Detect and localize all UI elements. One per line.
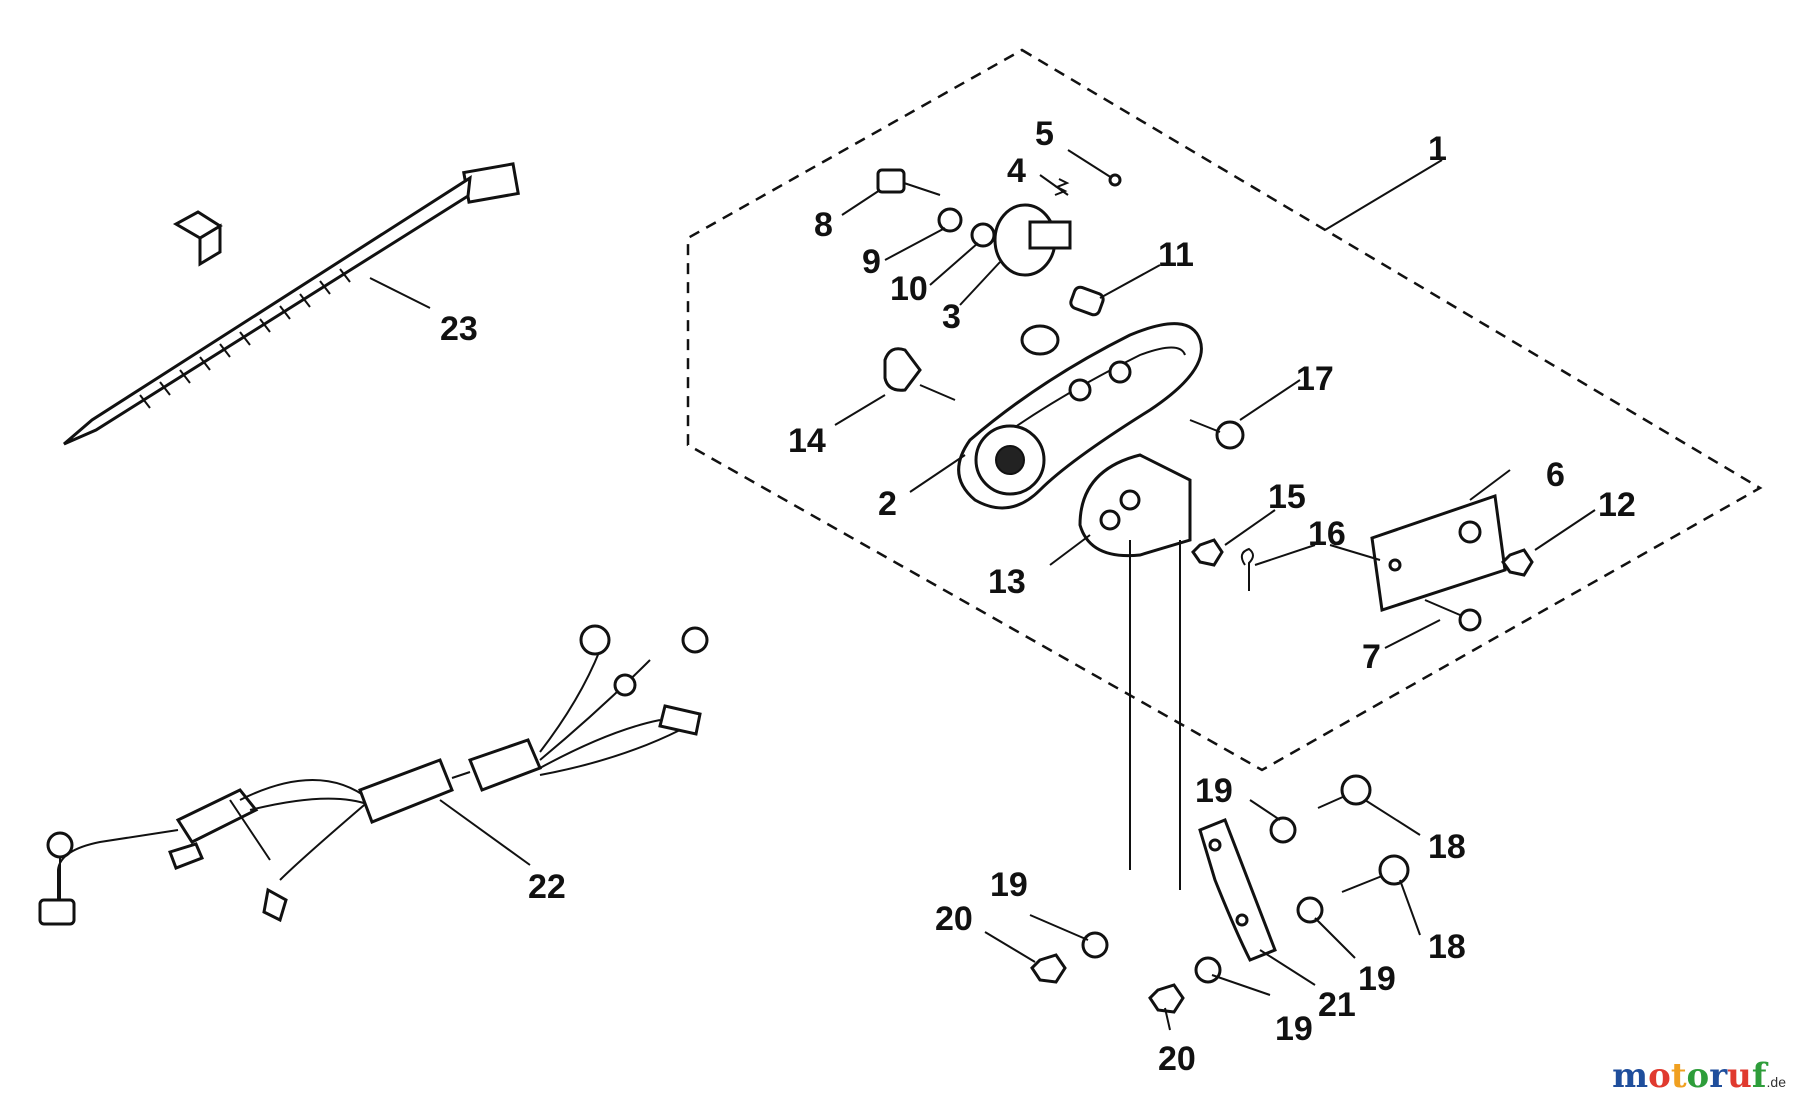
leader-lines xyxy=(369,149,1596,1031)
callout-15: 15 xyxy=(1268,478,1306,516)
callout-22: 22 xyxy=(528,868,566,906)
callout-19d: 19 xyxy=(1275,1010,1313,1048)
callout-21: 21 xyxy=(1318,986,1356,1024)
callout-3: 3 xyxy=(942,298,961,336)
callout-10: 10 xyxy=(890,270,928,308)
callout-19c: 19 xyxy=(1358,960,1396,998)
callout-23: 23 xyxy=(440,310,478,348)
logo-letter: t xyxy=(1670,1056,1687,1096)
callout-16: 16 xyxy=(1308,515,1346,553)
callout-9: 9 xyxy=(862,243,881,281)
logo-letter: m xyxy=(1612,1056,1649,1096)
callout-18b: 18 xyxy=(1428,928,1466,966)
cable-tie-part[interactable] xyxy=(63,162,520,446)
callout-20a: 20 xyxy=(935,900,973,938)
callout-19a: 19 xyxy=(1195,772,1233,810)
wiring-harness-part[interactable] xyxy=(38,624,709,926)
callout-11: 11 xyxy=(1158,236,1194,274)
callout-13: 13 xyxy=(988,563,1026,601)
mounting-bracket-part[interactable] xyxy=(957,322,1203,510)
callout-17: 17 xyxy=(1296,360,1334,398)
callout-1: 1 xyxy=(1428,130,1447,168)
bracket-plate-part[interactable] xyxy=(1078,453,1192,890)
callout-2: 2 xyxy=(878,485,897,523)
callout-5: 5 xyxy=(1035,115,1054,153)
logo-letter: u xyxy=(1727,1056,1752,1096)
logo-letter: o xyxy=(1648,1056,1671,1096)
logo-suffix: .de xyxy=(1766,1074,1786,1090)
callout-18a: 18 xyxy=(1428,828,1466,866)
callout-19b: 19 xyxy=(990,866,1028,904)
logo-letter: r xyxy=(1709,1056,1728,1096)
callout-14: 14 xyxy=(788,422,826,460)
logo-letter: f xyxy=(1751,1056,1767,1096)
switch-plate-part[interactable] xyxy=(1370,493,1507,612)
callout-labels: 1 2 3 4 5 6 7 8 9 10 11 12 13 14 15 16 1… xyxy=(440,115,1636,1078)
callout-4: 4 xyxy=(1007,152,1026,190)
callout-7: 7 xyxy=(1362,638,1381,676)
site-logo-watermark: motoruf.de xyxy=(1612,1056,1786,1096)
logo-letter: o xyxy=(1686,1056,1710,1096)
hardware-parts[interactable] xyxy=(876,168,1534,1014)
callout-6: 6 xyxy=(1546,456,1565,494)
kit-boundary xyxy=(686,48,1763,772)
callout-20b: 20 xyxy=(1158,1040,1196,1078)
callout-12: 12 xyxy=(1598,486,1636,524)
callout-8: 8 xyxy=(814,206,833,244)
